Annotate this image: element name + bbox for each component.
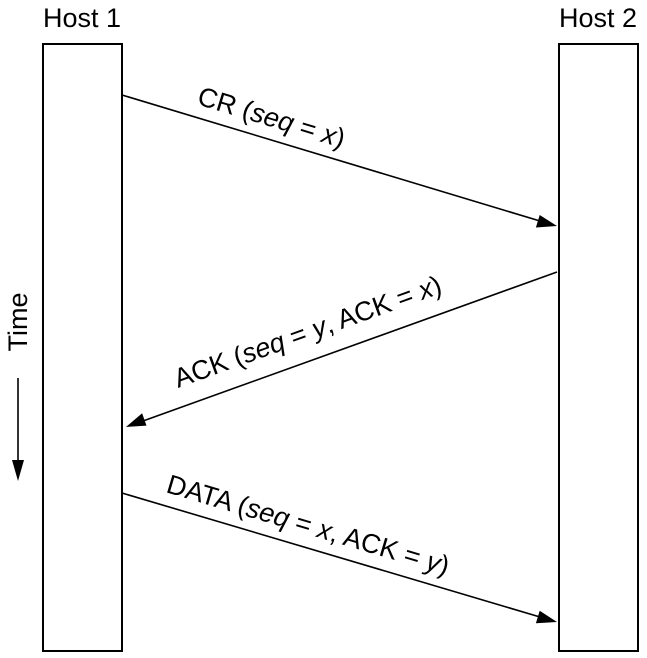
message-ack: ACK (seq = y, ACK = x)	[126, 270, 558, 427]
message-data-label: DATA (seq = x, ACK = y)	[163, 469, 453, 581]
message-ack-line	[142, 271, 558, 422]
message-data-line	[121, 492, 541, 618]
label-segment: ACK (	[170, 341, 248, 394]
time-axis: Time	[3, 293, 33, 481]
message-cr-arrowhead	[535, 215, 557, 228]
message-cr-line	[121, 94, 541, 222]
message-cr: CR (seq = x)	[121, 81, 557, 228]
host-2-timeline	[558, 43, 639, 652]
message-data: DATA (seq = x, ACK = y)	[121, 469, 557, 624]
message-cr-label: CR (seq = x)	[194, 81, 348, 154]
label-segment: DATA (	[163, 469, 251, 521]
host-1-label: Host 1	[43, 3, 121, 33]
label-segment: , ACK =	[327, 518, 431, 575]
time-axis-label: Time	[3, 293, 33, 352]
message-ack-arrowhead	[126, 413, 147, 427]
label-segment: , ACK =	[320, 277, 424, 339]
message-ack-label: ACK (seq = y, ACK = x)	[170, 270, 446, 394]
time-axis-arrowhead	[12, 460, 24, 481]
message-data-arrowhead	[535, 610, 557, 624]
host-2-label: Host 2	[559, 3, 637, 33]
host-1-timeline	[42, 43, 123, 652]
